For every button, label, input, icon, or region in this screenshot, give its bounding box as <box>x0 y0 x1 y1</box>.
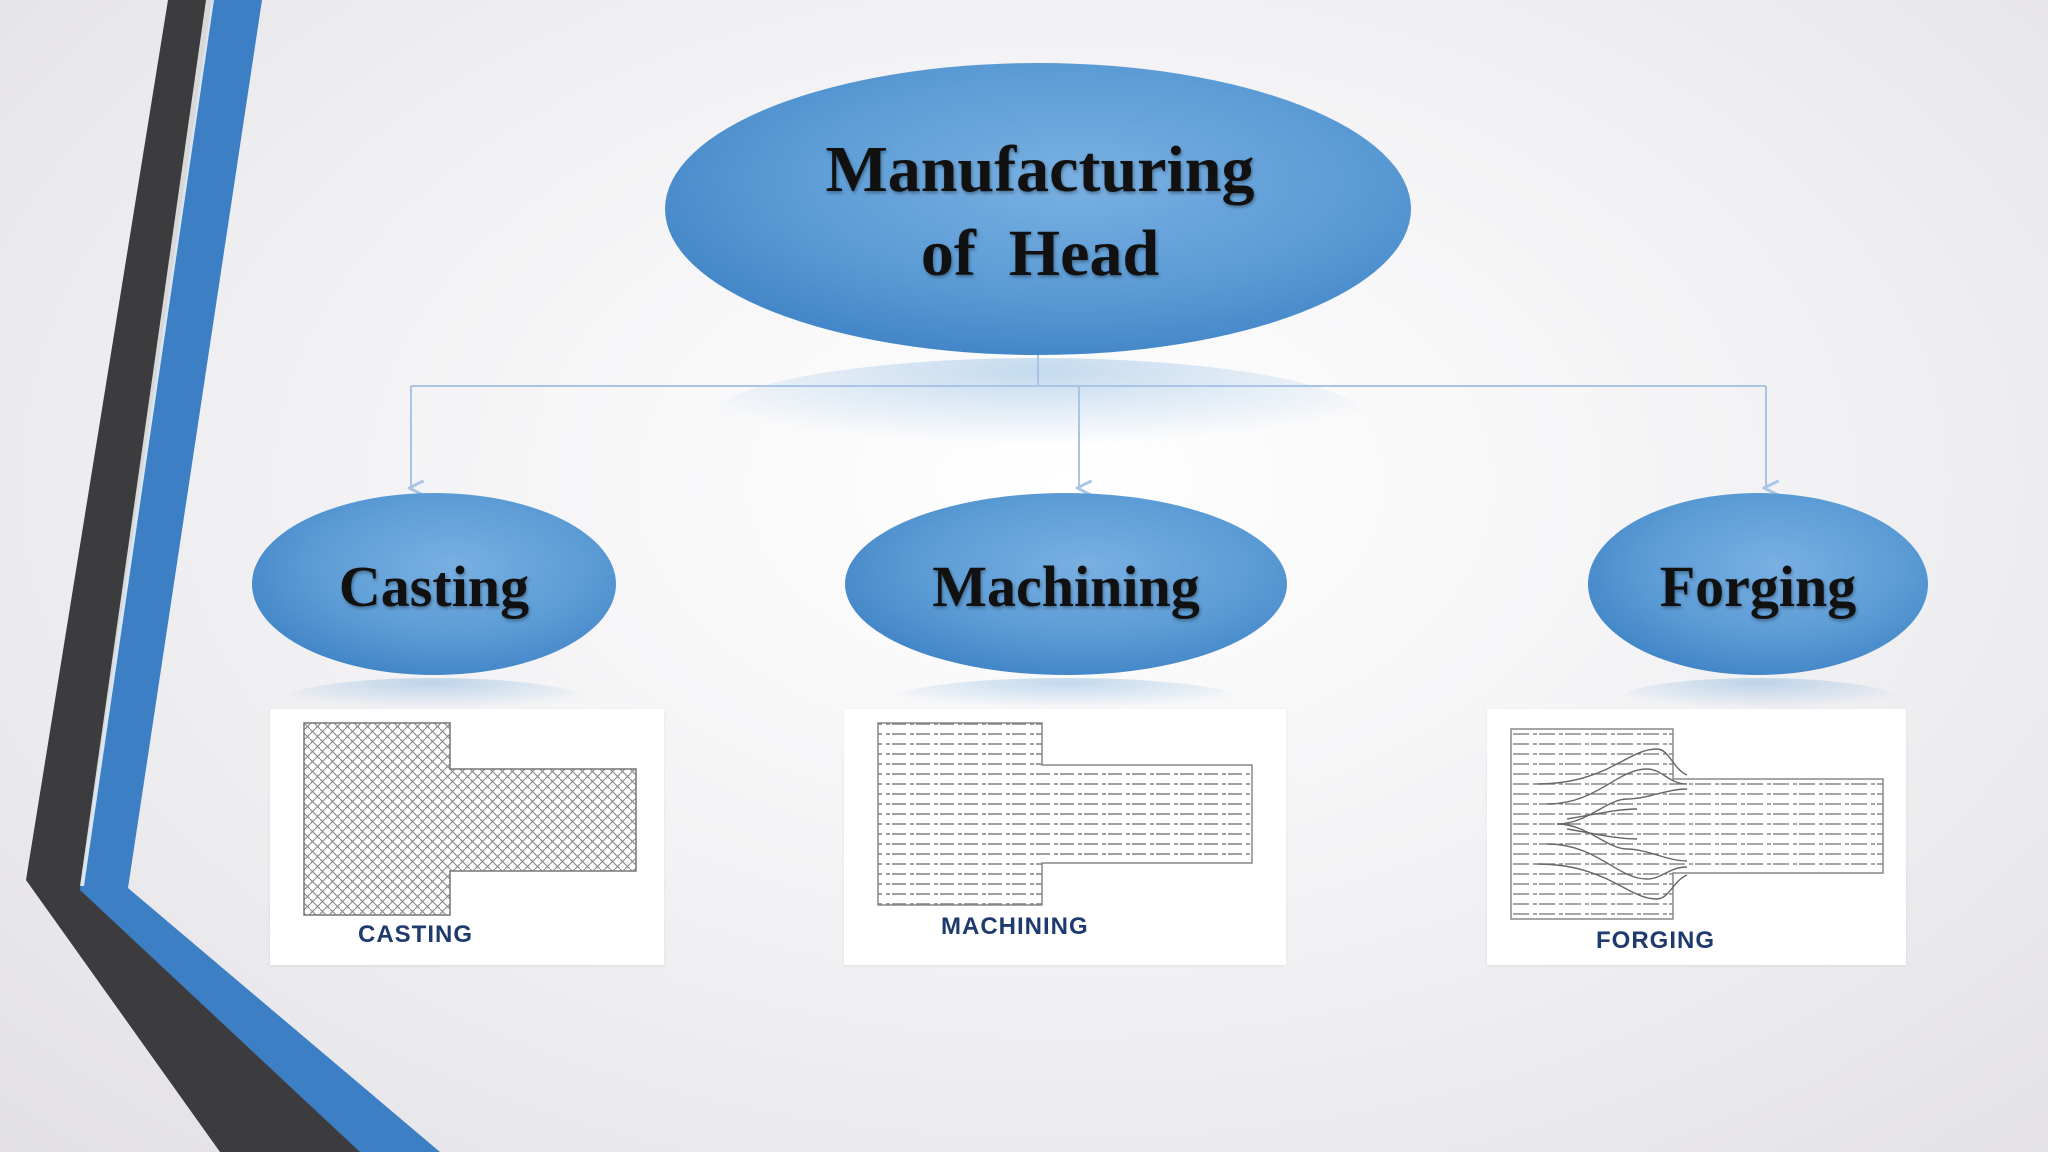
root-label-line1: Manufacturing <box>825 133 1255 206</box>
forging-node-label: Forging <box>1659 554 1857 619</box>
root-label-line2: of Head <box>920 217 1160 290</box>
casting-node <box>252 493 616 675</box>
casting-caption: CASTING <box>358 921 473 948</box>
decorative-stripes <box>26 0 440 1152</box>
forging-illustration: FORGING <box>1487 709 1906 965</box>
forging-caption: FORGING <box>1596 927 1715 954</box>
machining-illustration: MACHINING <box>844 709 1286 965</box>
machining-node-label: Machining <box>932 554 1200 619</box>
casting-grain-image <box>303 722 637 916</box>
connector-lines <box>411 355 1766 488</box>
forging-node <box>1588 493 1928 675</box>
machining-caption: MACHINING <box>941 913 1089 940</box>
machining-grain-image <box>877 722 1253 906</box>
casting-illustration: CASTING <box>270 709 664 965</box>
root-node <box>665 63 1411 355</box>
forging-grain-image <box>1510 728 1884 920</box>
machining-node <box>845 493 1287 675</box>
root-node-label: Manufacturing of Head <box>740 128 1340 296</box>
white-gap-stripe <box>80 0 214 886</box>
dark-stripe <box>26 0 430 1152</box>
casting-node-label: Casting <box>338 554 530 619</box>
root-reflection <box>708 358 1368 482</box>
